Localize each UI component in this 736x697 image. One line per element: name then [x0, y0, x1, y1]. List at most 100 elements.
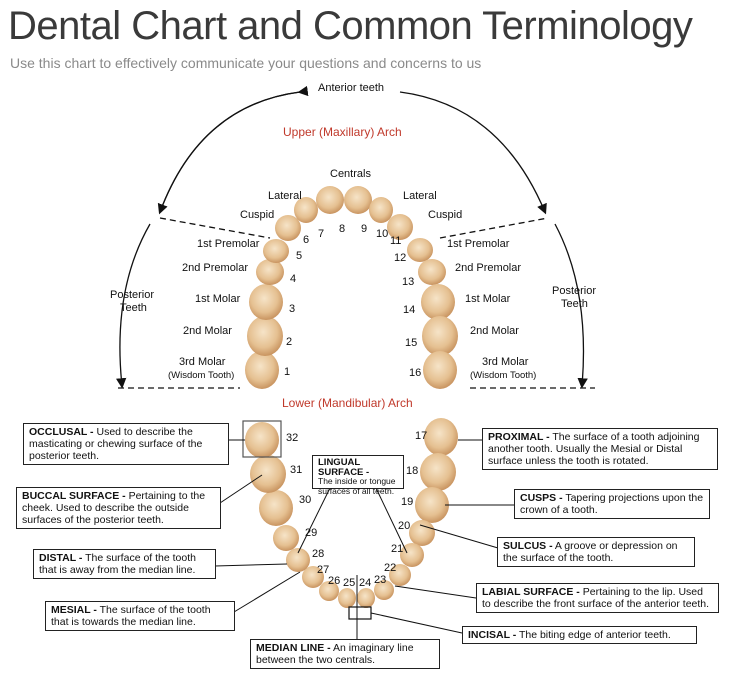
tooth-1: [245, 351, 279, 389]
arc-right-upper: [399, 91, 547, 215]
tooth-number-2: 2: [286, 336, 293, 348]
incisal-highlight: [348, 606, 372, 620]
premolar1-left-label: 1st Premolar: [197, 238, 260, 250]
tooth-number-18: 18: [406, 465, 419, 477]
tooth-23: [374, 580, 394, 600]
tooth-number-6: 6: [303, 234, 310, 246]
buccal-term: BUCCAL SURFACE -: [22, 490, 126, 502]
tooth-number-3: 3: [289, 303, 296, 315]
proximal-box: PROXIMAL - The surface of a tooth adjoin…: [482, 428, 718, 470]
arc-left-lower: [116, 223, 151, 389]
proximal-term: PROXIMAL -: [488, 431, 550, 443]
sulcus-box: SULCUS - A groove or depression on the s…: [497, 537, 695, 567]
tooth-number-14: 14: [403, 304, 416, 316]
tooth-16: [423, 351, 457, 389]
tooth-10: [369, 197, 393, 223]
lingual-term: LINGUAL SURFACE -: [318, 457, 370, 478]
tooth-number-26: 26: [328, 575, 341, 587]
tooth-28: [286, 548, 310, 572]
tooth-number-13: 13: [402, 276, 415, 288]
tooth-18: [420, 453, 456, 491]
lingual-box: LINGUAL SURFACE -The inside or tongue su…: [312, 455, 404, 495]
distal-term: DISTAL -: [39, 552, 83, 564]
page-title: Dental Chart and Common Terminology: [8, 4, 693, 48]
leader-labial: [394, 585, 477, 599]
tooth-9: [344, 186, 372, 214]
tooth-number-11: 11: [390, 235, 402, 247]
mesial-desc: The surface of the tooth that is towards…: [51, 604, 211, 628]
upper-arch-title: Upper (Maxillary) Arch: [283, 125, 402, 139]
incisal-box: INCISAL - The biting edge of anterior te…: [462, 626, 697, 644]
tooth-number-31: 31: [290, 464, 303, 476]
upper-arch-teeth: [245, 186, 458, 389]
arc-right-lower: [554, 223, 588, 389]
premolar2-right-label: 2nd Premolar: [455, 262, 522, 274]
occlusal-box: OCCLUSAL - Used to describe the masticat…: [23, 423, 229, 465]
tooth-number-5: 5: [296, 250, 303, 262]
tooth-15: [422, 316, 458, 356]
median-desc: An imaginary line between the two centra…: [256, 642, 414, 666]
tooth-7: [294, 197, 318, 223]
tooth-number-29: 29: [305, 527, 318, 539]
dashed-left: [159, 217, 271, 239]
buccal-desc: Pertaining to the cheek. Used to describ…: [22, 490, 206, 526]
tooth-21: [400, 543, 424, 567]
molar2-right-label: 2nd Molar: [470, 325, 519, 337]
posterior-right-label-1: Posterior: [552, 285, 597, 297]
distal-desc: The surface of the tooth that is away fr…: [39, 552, 196, 576]
tooth-number-24: 24: [359, 577, 372, 589]
tooth-2: [247, 316, 283, 356]
tooth-27: [302, 566, 324, 588]
tooth-29: [273, 525, 299, 551]
tooth-20: [409, 520, 435, 546]
leader-sulcus: [419, 524, 499, 549]
tooth-number-25: 25: [343, 577, 356, 589]
dashed-right: [439, 217, 549, 239]
tooth-number-28: 28: [312, 548, 325, 560]
leader-distal: [214, 563, 288, 567]
tooth-5: [263, 239, 289, 263]
tooth-number-4: 4: [290, 273, 297, 285]
tooth-number-19: 19: [401, 496, 414, 508]
lower-arch-teeth: [245, 418, 458, 608]
incisal-term: INCISAL -: [468, 629, 517, 641]
tooth-31: [250, 455, 286, 493]
tooth-number-23: 23: [374, 574, 387, 586]
occlusal-term: OCCLUSAL -: [29, 426, 94, 438]
cusps-desc: Tapering projections upon the crown of a…: [520, 492, 704, 516]
tooth-14: [421, 284, 455, 320]
cuspid-right-label: Cuspid: [428, 209, 463, 221]
tooth-number-30: 30: [299, 494, 312, 506]
tooth-number-1: 1: [284, 366, 291, 378]
labial-box: LABIAL SURFACE - Pertaining to the lip. …: [476, 583, 719, 613]
molar1-right-label: 1st Molar: [465, 293, 511, 305]
tooth-number-9: 9: [361, 223, 368, 235]
molar3-right-label: 3rd Molar: [482, 356, 529, 368]
sulcus-desc: A groove or depression on the surface of…: [503, 540, 678, 564]
mesial-term: MESIAL -: [51, 604, 97, 616]
tooth-19: [415, 487, 449, 523]
tooth-17: [424, 418, 458, 456]
leader-incisal: [370, 612, 463, 634]
tooth-number-16: 16: [409, 367, 422, 379]
anterior-teeth-label: Anterior teeth: [318, 82, 385, 94]
tooth-number-10: 10: [376, 228, 389, 240]
occlusal-highlight: [242, 420, 282, 458]
proximal-desc: The surface of a tooth adjoining another…: [488, 431, 700, 467]
lower-arch-title: Lower (Mandibular) Arch: [282, 396, 413, 410]
tooth-8: [316, 186, 344, 214]
tooth-3: [249, 284, 283, 320]
premolar2-left-label: 2nd Premolar: [182, 262, 249, 274]
tooth-number-8: 8: [339, 223, 346, 235]
tooth-24: [357, 588, 375, 608]
tooth-number-22: 22: [384, 562, 397, 574]
tooth-number-32: 32: [286, 432, 299, 444]
posterior-left-label-2: Teeth: [120, 302, 147, 314]
tooth-number-12: 12: [394, 252, 407, 264]
tooth-number-15: 15: [405, 337, 418, 349]
tooth-12: [407, 238, 433, 262]
tooth-11: [387, 214, 413, 240]
labial-term: LABIAL SURFACE -: [482, 586, 580, 598]
posterior-left-label-1: Posterior: [110, 289, 155, 301]
